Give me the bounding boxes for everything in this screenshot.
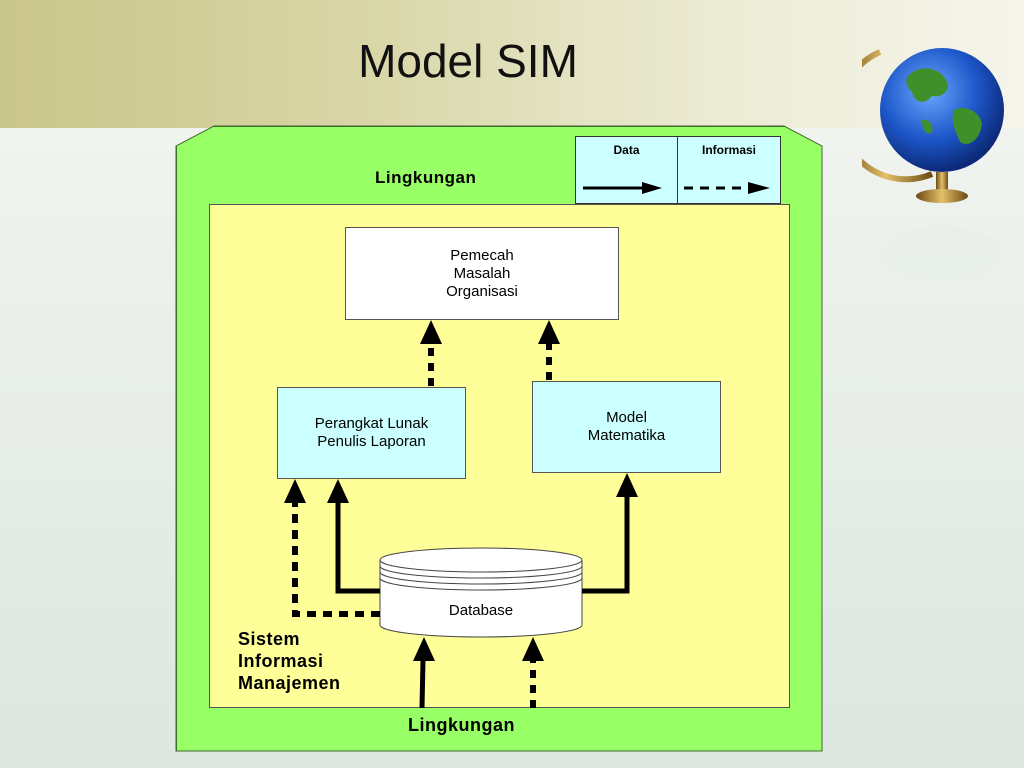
arrow-db-solid-to-report (335, 502, 380, 594)
report-software-box: Perangkat Lunak Penulis Laporan (277, 387, 466, 479)
problem-solver-label: Pemecah Masalah Organisasi (446, 246, 518, 300)
system-label: Sistem Informasi Manajemen (238, 629, 341, 693)
legend-solid-arrow-icon (583, 182, 662, 194)
legend-dashed-arrow-icon (684, 182, 770, 194)
environment-bottom-label: Lingkungan (408, 715, 515, 735)
slide-title: Model SIM (358, 35, 578, 87)
database-label: Database (448, 602, 514, 619)
legend: Data Informasi (575, 136, 781, 204)
environment-top-label: Lingkungan (375, 168, 477, 187)
math-model-label: Model Matematika (587, 409, 666, 444)
title-band (0, 0, 1024, 128)
globe-icon (862, 48, 1004, 282)
database-cylinder (379, 547, 583, 638)
arrow-db-solid-to-model (582, 496, 630, 594)
legend-data-cell: Data (576, 137, 678, 203)
legend-info-label: Informasi (701, 143, 756, 157)
math-model-box: Model Matematika (532, 381, 721, 473)
arrow-db-dashed-to-report (292, 502, 380, 617)
legend-info-cell: Informasi (678, 137, 780, 203)
report-software-label: Perangkat Lunak Penulis Laporan (314, 415, 429, 450)
problem-solver-box: Pemecah Masalah Organisasi (345, 227, 619, 320)
legend-data-label: Data (613, 143, 640, 157)
arrow-env-solid-to-db (419, 659, 426, 709)
